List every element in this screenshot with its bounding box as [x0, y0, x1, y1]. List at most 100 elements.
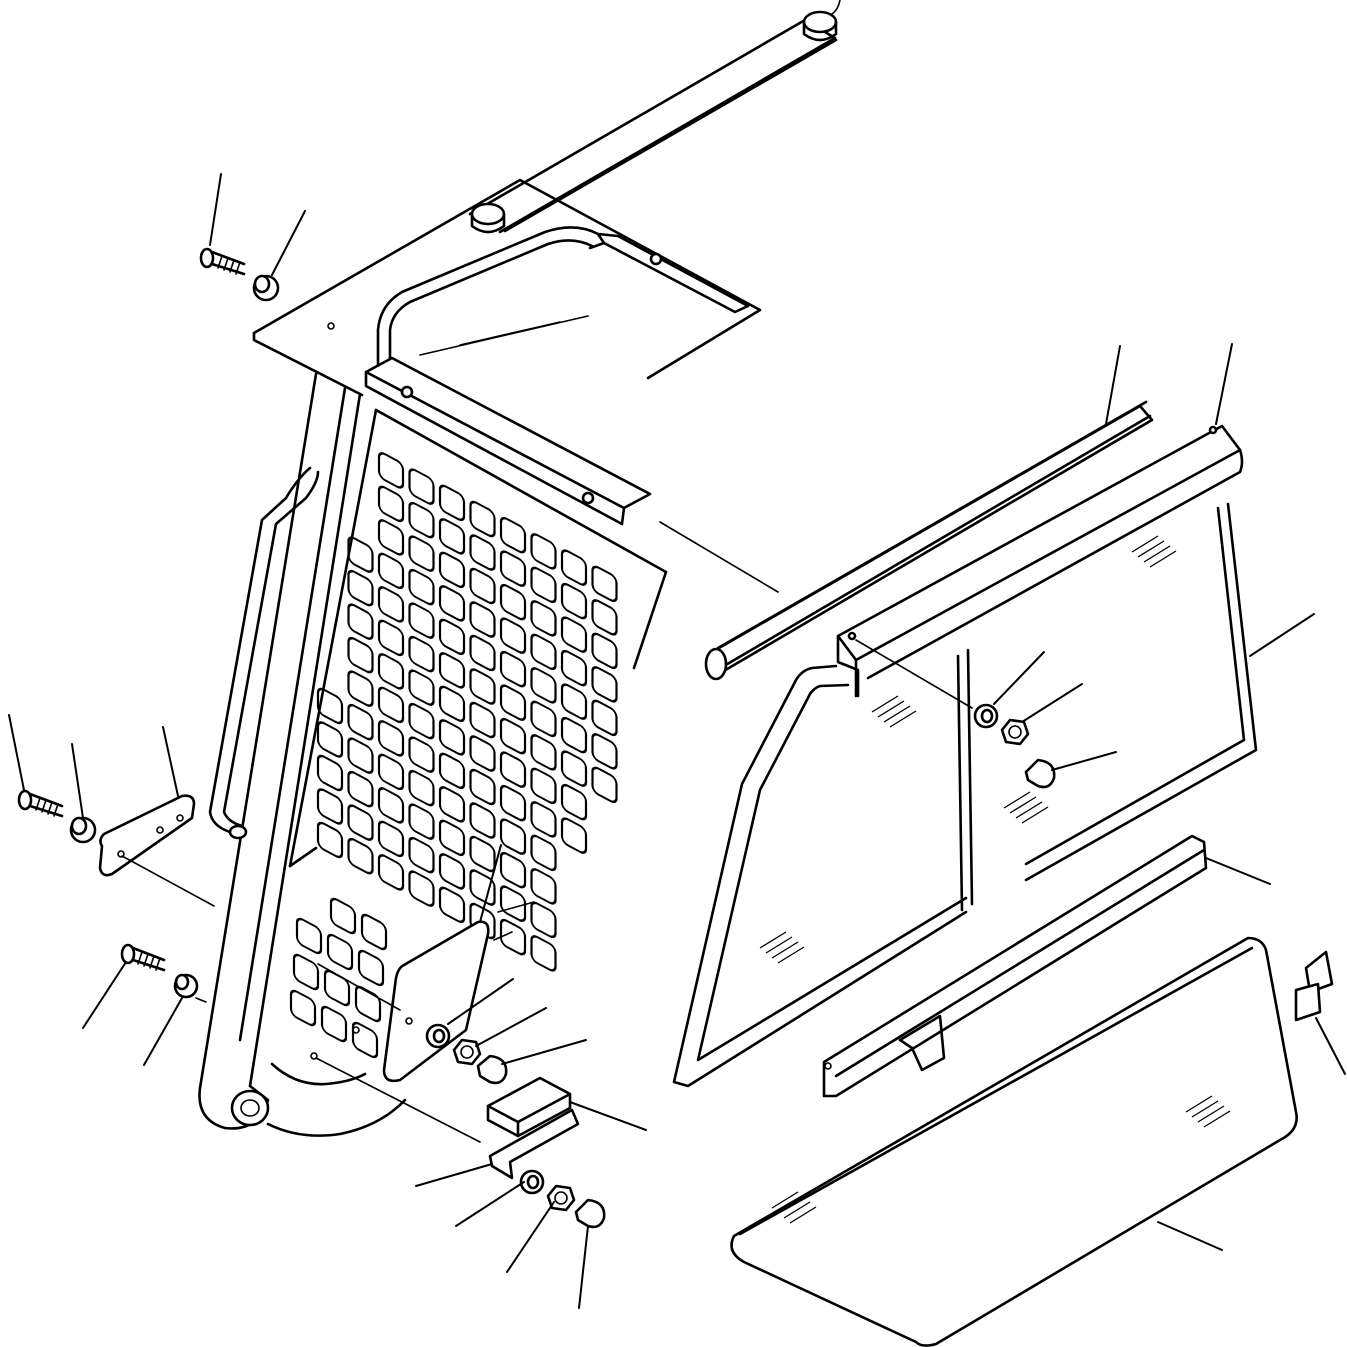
washer-left [69, 816, 97, 844]
mesh-cell [438, 484, 466, 522]
glass-mark [1185, 1095, 1213, 1113]
glass-mark [765, 936, 793, 954]
window-top-channel [836, 424, 1244, 698]
washer-plate [425, 1023, 451, 1049]
roof-angle-bracket [364, 356, 652, 526]
mesh-cell [347, 703, 374, 741]
glass-mark [889, 710, 917, 728]
mesh-cell [530, 801, 557, 838]
glass-mark [1015, 801, 1043, 819]
mesh-cell [347, 737, 374, 774]
cover-plate [382, 920, 490, 1083]
glass-mark [877, 700, 905, 718]
mesh-cell [560, 750, 588, 787]
mesh-cells [316, 452, 618, 972]
mesh-cell [408, 702, 435, 740]
mesh-cell [377, 753, 405, 791]
mesh-cell [469, 869, 496, 906]
mesh-cell [469, 567, 496, 605]
mesh-cell [499, 717, 527, 755]
mesh-cell [438, 518, 466, 555]
mesh-cell [591, 733, 618, 770]
mesh-cell [499, 851, 527, 889]
bottom-rail [822, 834, 1208, 1098]
mesh-cell [530, 767, 557, 805]
mesh-cell [530, 700, 557, 738]
mesh-cell [560, 616, 588, 653]
roof-plate [252, 178, 762, 397]
mesh-cell [320, 1005, 348, 1043]
mesh-cell [469, 835, 496, 873]
mesh-cell [560, 582, 588, 620]
glass-reflection-marks [759, 535, 1231, 1224]
mesh-cell [499, 583, 527, 621]
mesh-cell [560, 649, 588, 687]
mesh-cell [499, 684, 527, 721]
mesh-cell [560, 549, 588, 586]
mesh-cell [316, 754, 344, 792]
capnut-lower [574, 1198, 606, 1229]
mesh-cell [530, 633, 557, 671]
mesh-cell [438, 786, 466, 823]
rubber-block [486, 1076, 572, 1138]
mesh-cell [377, 653, 405, 690]
glass-mark [1009, 796, 1037, 814]
mesh-cell [408, 635, 435, 673]
mesh-cell [408, 568, 435, 606]
mesh-cell [316, 821, 344, 859]
grab-handle [208, 466, 320, 840]
mesh-cell [530, 868, 557, 905]
mesh-cell [377, 787, 405, 824]
mesh-cell [360, 913, 388, 951]
mesh-cell [438, 685, 466, 723]
window-frame [672, 502, 1258, 1088]
glass-mark [1021, 806, 1049, 824]
mesh-cell [316, 721, 344, 758]
mesh-cell [357, 949, 385, 987]
lower-mesh [289, 897, 388, 1059]
glass-mark [883, 705, 911, 723]
nut-plate [452, 1038, 482, 1066]
mesh-cell [438, 719, 466, 756]
mesh-cell [530, 834, 557, 872]
glass-mark [1191, 1100, 1219, 1118]
mesh-cell [408, 803, 435, 840]
mesh-cell [530, 667, 557, 704]
mesh-cell [438, 886, 466, 924]
mesh-panel [288, 408, 668, 972]
glass-mark [777, 1196, 805, 1214]
left-post [198, 372, 362, 1130]
mesh-cell [377, 519, 405, 556]
mesh-cell [347, 770, 374, 808]
mesh-cell [438, 819, 466, 857]
mesh-cell [438, 652, 466, 689]
mesh-cell [438, 585, 466, 622]
washer-lower-left [173, 973, 199, 999]
mesh-cell [408, 535, 435, 572]
bolt-top [199, 247, 246, 276]
mesh-cell [591, 565, 618, 603]
mesh-cell [377, 854, 405, 891]
mesh-cell [408, 468, 435, 505]
roof-bracket-right [588, 232, 750, 314]
mesh-cell [530, 734, 557, 771]
mesh-cell [560, 817, 588, 854]
mesh-cell [469, 701, 496, 739]
mesh-cell [469, 500, 496, 538]
glass-mark [759, 931, 787, 949]
mesh-cell [377, 552, 405, 590]
mesh-cell [289, 989, 317, 1027]
nut-window [1000, 718, 1030, 746]
glass-mark [871, 695, 899, 713]
assembly-lines [121, 521, 973, 1143]
mesh-cell [499, 550, 527, 587]
mesh-cell [499, 885, 527, 922]
mesh-cell [316, 687, 344, 725]
mesh-cell [347, 536, 374, 573]
mesh-cell [469, 634, 496, 672]
mesh-cell [438, 618, 466, 656]
mesh-cell [347, 569, 374, 607]
mesh-cell [347, 636, 374, 674]
